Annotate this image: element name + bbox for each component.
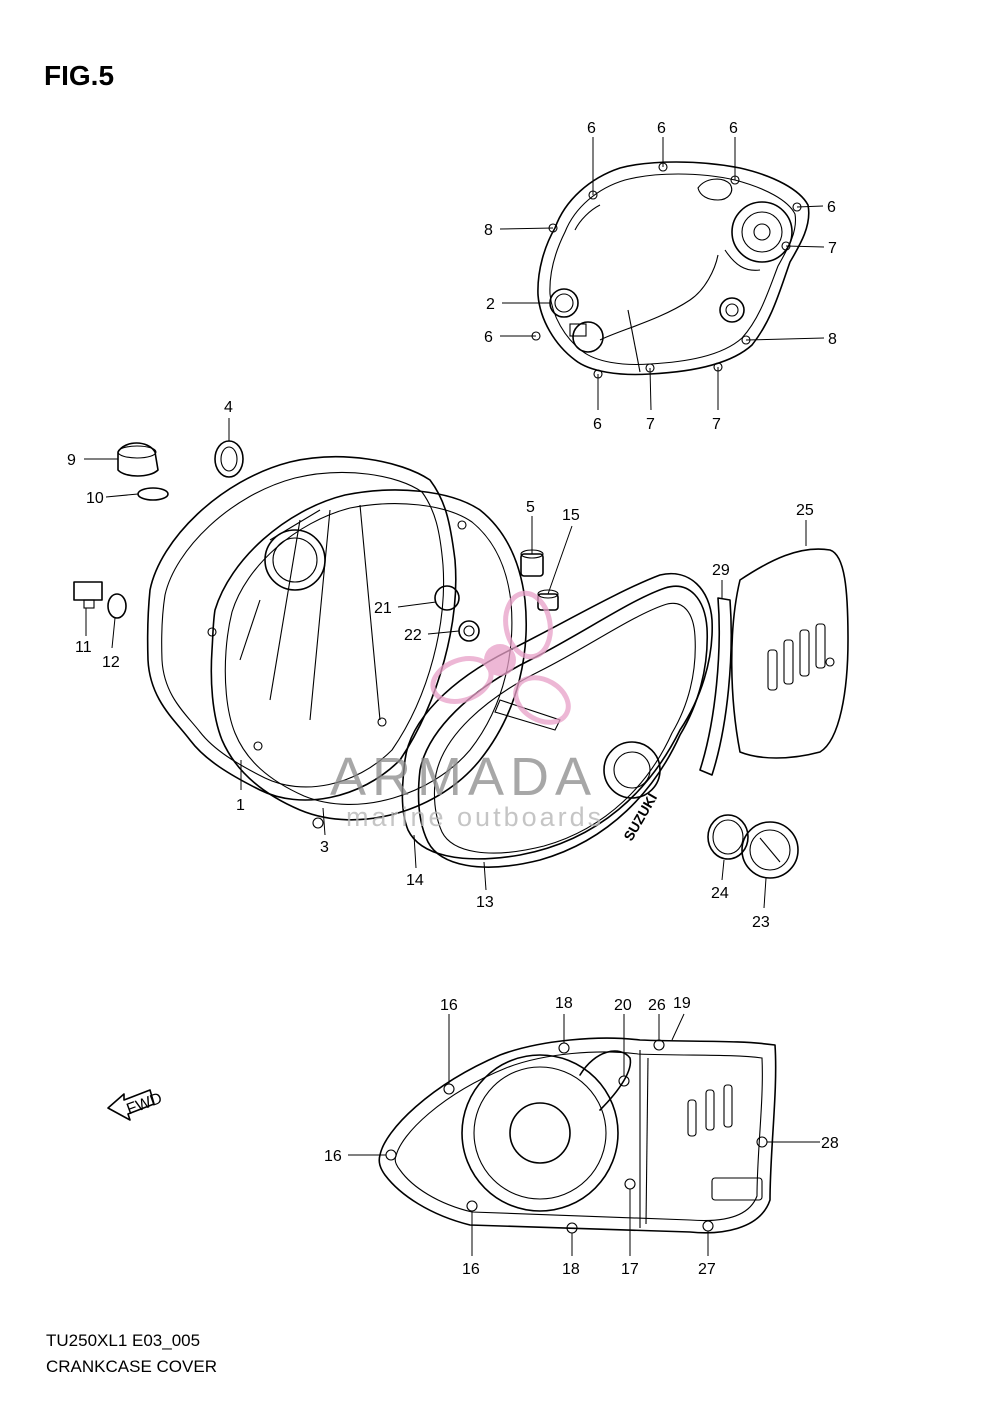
watermark-title: ARMADA (330, 747, 597, 807)
figure-name: CRANKCASE COVER (46, 1357, 217, 1376)
callout-label: 21 (374, 600, 392, 617)
callout-label: 6 (827, 199, 836, 216)
watermark-subtitle: marine outboards (346, 802, 604, 832)
callout-label: 8 (484, 222, 493, 239)
callout-label: 3 (320, 839, 329, 856)
callout-label: 6 (587, 120, 596, 137)
callout-label: 28 (821, 1135, 839, 1152)
callout-label: 7 (828, 240, 837, 257)
callout-label: 16 (462, 1261, 480, 1278)
callout-label: 17 (621, 1261, 639, 1278)
forward-arrow-icon: FWD (107, 1089, 165, 1121)
callout-label: 18 (555, 995, 573, 1012)
callout-label: 26 (648, 997, 666, 1014)
callout-labels: 6 6 6 6 7 8 2 6 8 6 7 7 4 9 10 11 12 5 1… (67, 120, 839, 1278)
callout-label: 13 (476, 894, 494, 911)
callout-label: 9 (67, 452, 76, 469)
callout-label: 16 (324, 1148, 342, 1165)
callout-label: 15 (562, 507, 580, 524)
callout-label: 2 (486, 296, 495, 313)
callout-label: 25 (796, 502, 814, 519)
callout-label: 23 (752, 914, 770, 931)
upper-clutch-cover (531, 161, 810, 379)
callout-label: 12 (102, 654, 120, 671)
fwd-label: FWD (124, 1090, 164, 1118)
figure-title: FIG.5 (44, 60, 115, 91)
lower-generator-cover (378, 1037, 777, 1234)
callout-label: 27 (698, 1261, 716, 1278)
callout-label: 4 (224, 399, 233, 416)
callout-label: 20 (614, 997, 632, 1014)
callout-label: 8 (828, 331, 837, 348)
callout-label: 5 (526, 499, 535, 516)
callout-label: 6 (484, 329, 493, 346)
callout-label: 7 (646, 416, 655, 433)
callout-label: 14 (406, 872, 424, 889)
callout-label: 19 (673, 995, 691, 1012)
callout-label: 16 (440, 997, 458, 1014)
callout-label: 1 (236, 797, 245, 814)
callout-label: 29 (712, 562, 730, 579)
callout-label: 6 (657, 120, 666, 137)
callout-label: 6 (593, 416, 602, 433)
callout-label: 22 (404, 627, 422, 644)
callout-label: 18 (562, 1261, 580, 1278)
armada-watermark: ARMADA marine outboards (330, 590, 604, 832)
callout-label: 6 (729, 120, 738, 137)
callout-label: 7 (712, 416, 721, 433)
leader-lines (84, 137, 825, 1256)
callout-label: 24 (711, 885, 729, 902)
callout-label: 11 (75, 639, 92, 656)
figure-code: TU250XL1 E03_005 (46, 1331, 201, 1350)
propeller-logo-icon (430, 590, 571, 725)
callout-label: 10 (86, 490, 104, 507)
